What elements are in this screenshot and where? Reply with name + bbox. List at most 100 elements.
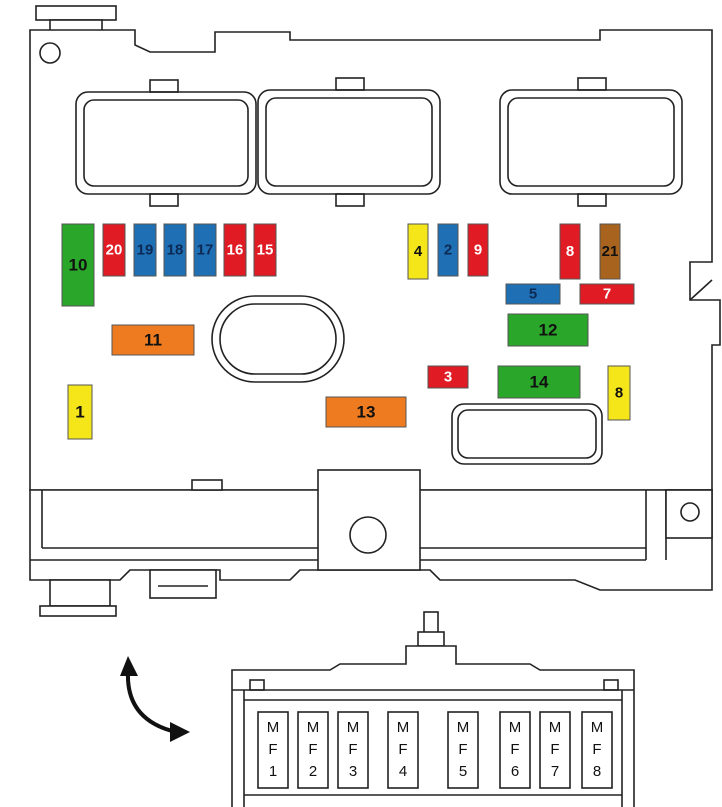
maxi-fuse-1: MF1 [257,711,289,789]
fuse-16: 16 [223,223,247,277]
fuse-label: 15 [257,242,274,259]
fuse-body [507,313,589,347]
fuse-13: 13 [325,396,407,428]
maxi-fuse-body [581,711,613,789]
maxi-fuse-6: MF6 [499,711,531,789]
fuse-label: 1 [75,403,84,422]
maxi-fuse-label: F [550,741,559,758]
maxi-fuse-8: MF8 [581,711,613,789]
fuse-4: 4 [407,223,429,280]
fuse-9: 9 [467,223,489,277]
fuse-body [599,223,621,280]
fuse-body [111,324,195,356]
rotate-arrow-icon [120,656,190,742]
maxi-fuse-body [387,711,419,789]
maxi-fuse-body [539,711,571,789]
fuse-body [61,223,95,307]
fuse-label: 2 [444,242,452,259]
maxi-fuse-block [231,611,635,807]
maxi-fuse-label: M [397,719,410,736]
fuse-body [253,223,277,277]
maxi-fuse-label: F [592,741,601,758]
maxi-fuse-3: MF3 [337,711,369,789]
fuse-3: 3 [427,365,469,389]
maxi-fuse-label: 2 [309,763,317,780]
fuse-label: 16 [227,242,244,259]
fuse-body [133,223,157,277]
fuse-body [427,365,469,389]
fuse-body [223,223,247,277]
fuse-label: 19 [137,242,154,259]
maxi-fuse-body [257,711,289,789]
maxi-fuse-label: M [347,719,360,736]
fuse-label: 11 [144,331,162,350]
maxi-fuse-label: M [509,719,522,736]
fuse-label: 4 [414,243,423,260]
maxi-fuse-body [337,711,369,789]
maxi-fuse-label: F [308,741,317,758]
fuse-18: 18 [163,223,187,277]
maxi-fuse-label: F [458,741,467,758]
fuse-label: 8 [566,243,574,260]
fuse-label: 18 [167,242,184,259]
maxi-fuse-label: 4 [399,763,407,780]
fuse-20: 20 [102,223,126,277]
maxi-fuse-label: 7 [551,763,559,780]
maxi-fuse-label: 5 [459,763,467,780]
maxi-fuse-label: 3 [349,763,357,780]
oval-opening [211,295,345,383]
fuse-label: 5 [529,286,537,303]
fuse-label: 13 [357,403,376,422]
maxi-fuse-body [447,711,479,789]
connector-socket-middle [257,77,441,207]
maxi-fuse-label: M [457,719,470,736]
fuse-7: 7 [579,283,635,305]
fuse-2: 2 [437,223,459,277]
connector-socket-right [499,77,683,207]
maxi-fuse-body [499,711,531,789]
fuse-label: 12 [539,321,558,340]
fuse-body [607,365,631,421]
fuse-body [193,223,217,277]
maxi-fuse-4: MF 4 [387,711,419,789]
fuse-17: 17 [193,223,217,277]
fuse-label: 8 [615,385,623,402]
fuse-body [497,365,581,399]
maxi-fuse-label: M [549,719,562,736]
fuse-body [579,283,635,305]
fuse-14: 14 [497,365,581,399]
fuse-label: 9 [474,242,482,259]
fuse-11: 11 [111,324,195,356]
fuse-21: 21 [599,223,621,280]
fuse-body [67,384,93,440]
fuse-8: 8 [559,223,581,280]
fuse-body [163,223,187,277]
fuse-box-housing [29,5,721,617]
maxi-fuse-2: MF 2 [297,711,329,789]
maxi-fuse-label: F [398,741,407,758]
rect-opening [451,403,603,465]
maxi-fuse-label: F [510,741,519,758]
fuse-body [467,223,489,277]
fuse-19: 19 [133,223,157,277]
maxi-fuse-5: MF 5 [447,711,479,789]
fuse-1: 1 [67,384,93,440]
connector-socket-left [75,79,257,207]
fuse-8: 8 [607,365,631,421]
fuse-5: 5 [505,283,561,305]
fuse-label: 3 [444,369,452,386]
fuse-12: 12 [507,313,589,347]
fuse-10: 10 [61,223,95,307]
maxi-fuse-label: M [307,719,320,736]
fuse-label: 20 [106,242,123,259]
fuse-body [559,223,581,280]
maxi-fuse-label: F [268,741,277,758]
maxi-fuse-label: M [591,719,604,736]
fuse-15: 15 [253,223,277,277]
fuse-body [505,283,561,305]
fuse-body [325,396,407,428]
maxi-fuse-label: M [267,719,280,736]
